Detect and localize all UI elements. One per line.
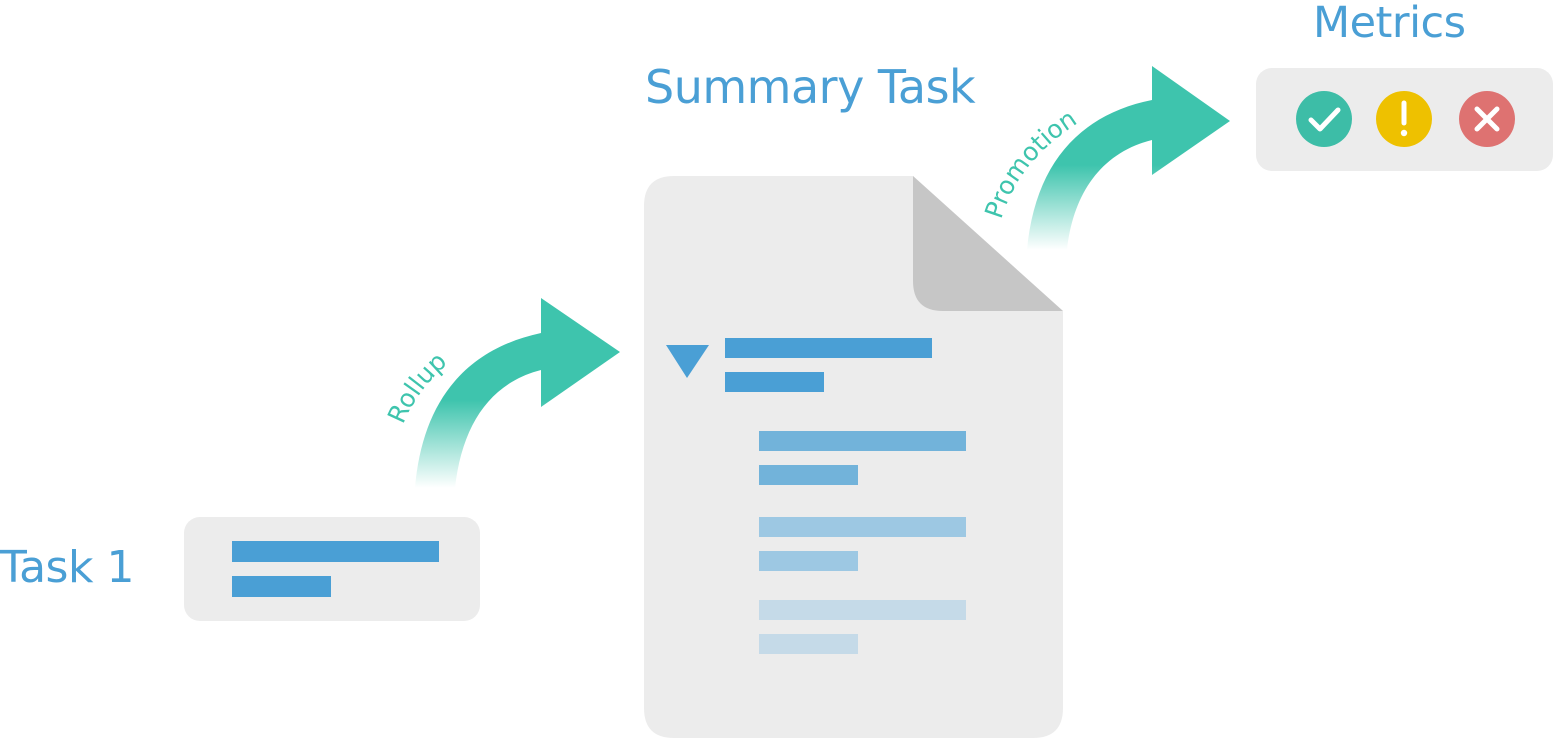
exclamation-icon <box>1376 91 1432 147</box>
child-bar <box>759 634 858 654</box>
task-card <box>184 517 480 621</box>
triangle-down-icon <box>666 345 709 378</box>
x-icon <box>1459 91 1515 147</box>
document-fold <box>913 176 1063 311</box>
child-bar <box>759 517 966 537</box>
summary-document <box>644 176 1063 738</box>
summary-task-title: Summary Task <box>645 60 976 114</box>
child-bar <box>759 551 858 571</box>
task-bar <box>232 541 439 562</box>
metrics-card <box>1256 68 1553 171</box>
metrics-title: Metrics <box>1313 0 1466 48</box>
check-icon <box>1296 91 1352 147</box>
child-bar <box>759 600 966 620</box>
child-bar <box>759 431 966 451</box>
summary-bar <box>725 338 932 358</box>
summary-bar <box>725 372 824 392</box>
child-bar <box>759 465 858 485</box>
rollup-arrow-icon <box>415 298 620 488</box>
promotion-arrow-icon <box>1027 66 1230 250</box>
task-bar <box>232 576 331 597</box>
task-card-background <box>184 517 480 621</box>
task-title: Task 1 <box>0 542 134 593</box>
document-page <box>644 176 1063 738</box>
